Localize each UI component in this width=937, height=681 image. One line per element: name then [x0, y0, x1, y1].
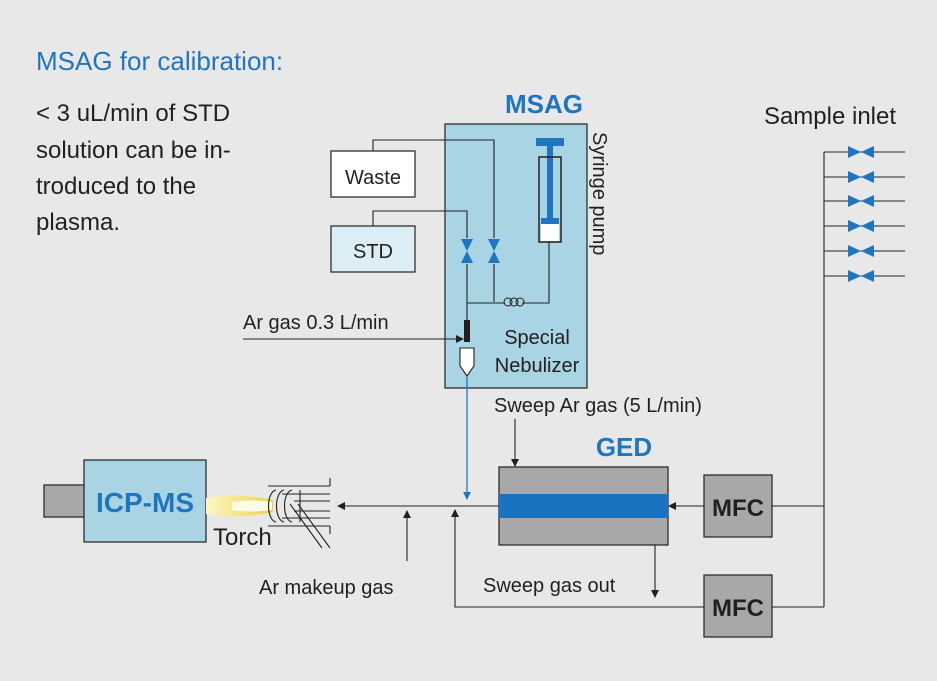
ged-membrane [499, 494, 668, 518]
waste-label: Waste [345, 167, 401, 189]
sweep-in-label: Sweep Ar gas (5 L/min) [494, 395, 702, 417]
syringe-pump-label: Syringe pump [588, 132, 610, 255]
mfc-lower-to-main-arrow [451, 509, 704, 608]
sample-inlet-label: Sample inlet [764, 103, 896, 130]
nebulizer-label-line2: Nebulizer [495, 355, 580, 377]
torch-label: Torch [213, 524, 272, 551]
diagram-title: MSAG for calibration: [36, 46, 283, 76]
note-line-1: < 3 uL/min of STD [36, 100, 230, 127]
sample-inlet-manifold [823, 151, 905, 607]
note-line-4: plasma. [36, 209, 120, 236]
mfc-lower-box [703, 574, 773, 638]
note-line-3: troduced to the [36, 173, 196, 200]
icpms-label: ICP-MS [96, 487, 194, 518]
std-label: STD [353, 241, 393, 263]
ar-gas-label: Ar gas 0.3 L/min [243, 312, 389, 334]
note-line-2: solution can be in- [36, 137, 231, 164]
syringe-pump-icon [536, 138, 564, 243]
icpms-box [83, 459, 207, 543]
nebulizer-label-line1: Special [504, 327, 570, 349]
sample-inlet-valve-icons [848, 146, 874, 282]
msag-tubing [372, 139, 550, 320]
torch-icon [206, 478, 331, 549]
mfc-lower-label: MFC [712, 595, 764, 622]
makeup-gas-label: Ar makeup gas [259, 577, 394, 599]
tubing-coil-icon [503, 297, 525, 307]
msag-valve-right-icon [488, 239, 500, 263]
waste-box [330, 150, 416, 198]
ged-label: GED [596, 432, 652, 462]
nebulizer-icon [459, 320, 475, 377]
mfc-upper-box [703, 474, 773, 538]
sweep-out-label: Sweep gas out [483, 575, 616, 597]
msag-label: MSAG [505, 89, 583, 119]
msag-valve-left-icon [461, 239, 473, 263]
mfc-upper-label: MFC [712, 495, 764, 522]
